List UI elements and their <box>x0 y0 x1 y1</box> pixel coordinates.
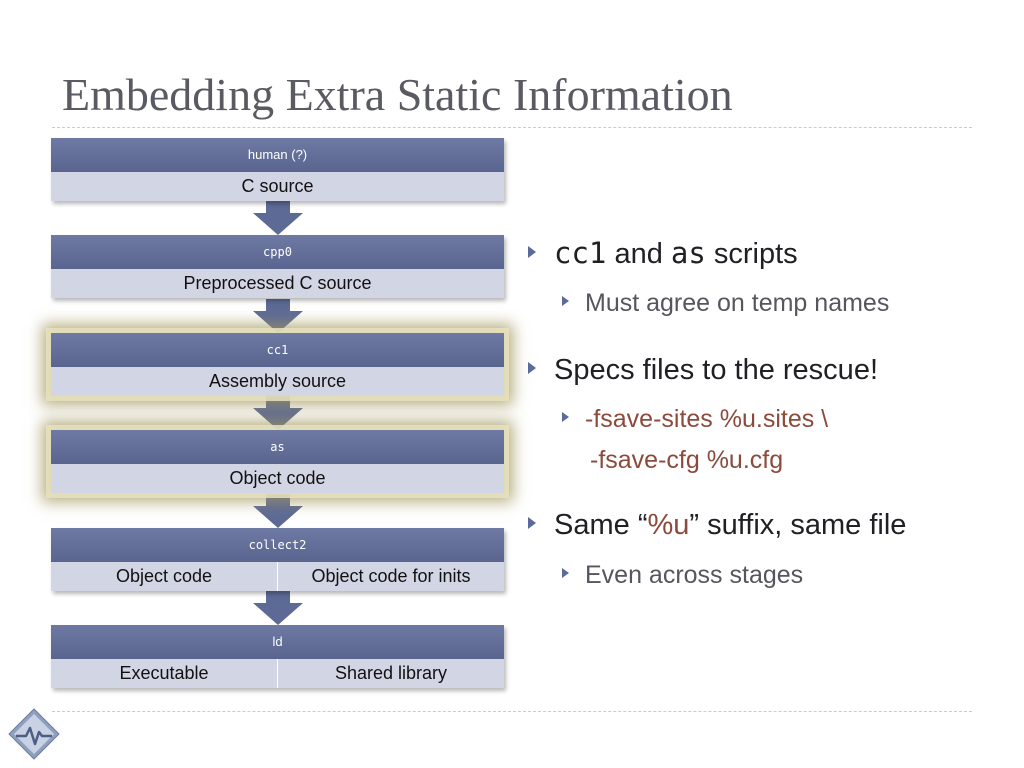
stage-collect2: collect2 Object code Object code for ini… <box>51 528 504 591</box>
stage-tool-label: collect2 <box>51 528 504 562</box>
down-arrow-icon <box>253 591 303 625</box>
slide-title: Embedding Extra Static Information <box>62 69 733 120</box>
down-arrow-icon <box>253 299 303 333</box>
code-text: as <box>670 236 706 270</box>
stage-tool-label: human (?) <box>51 138 504 172</box>
bullet-text: Specs files to the rescue! <box>554 354 878 386</box>
highlight-token: %u <box>647 509 690 541</box>
code-text: cc1 <box>554 236 607 270</box>
stage-output-label: C source <box>241 176 314 196</box>
bullet-text: scripts <box>705 238 798 270</box>
bullet-triangle-icon <box>562 568 569 579</box>
sub-bullet-text: -fsave-sites %u.sites \ <box>585 405 829 433</box>
stage-output-label: Object code <box>229 468 326 488</box>
stage-ld: ld Executable Shared library <box>51 625 504 688</box>
bullet-triangle-icon <box>528 246 536 259</box>
down-arrow-icon <box>253 201 303 235</box>
down-arrow-icon <box>253 396 303 430</box>
stage-output-label: Assembly source <box>208 371 347 391</box>
stage-output-label: Object code for inits <box>277 562 504 591</box>
bullet-item: cc1 and as scripts <box>528 236 798 271</box>
bullet-triangle-icon <box>528 362 536 375</box>
bullet-triangle-icon <box>562 296 569 307</box>
sub-bullet-text: Must agree on temp names <box>585 289 890 317</box>
stage-output-label: Object code <box>115 566 213 586</box>
stage-human: human (?) C source <box>51 138 504 201</box>
bullet-text: Same “ <box>554 509 648 541</box>
heartbeat-logo-icon <box>8 708 60 760</box>
stage-cpp0: cpp0 Preprocessed C source <box>51 235 504 298</box>
sub-bullet-item: Even across stages <box>562 561 803 590</box>
stage-tool-label: cc1 <box>51 333 504 367</box>
stage-tool-label: ld <box>51 625 504 659</box>
sub-bullet-text: Even across stages <box>585 561 804 589</box>
stage-tool-label: as <box>51 430 504 464</box>
stage-output-label: Preprocessed C source <box>183 273 372 293</box>
bullet-text: and <box>606 238 671 270</box>
title-divider <box>52 127 972 128</box>
sub-bullet-continuation: -fsave-cfg %u.cfg <box>590 446 784 474</box>
bullet-item: Same “%u” suffix, same file <box>528 509 906 542</box>
stage-tool-label: cpp0 <box>51 235 504 269</box>
down-arrow-icon <box>253 494 303 528</box>
bullet-triangle-icon <box>562 412 569 423</box>
stage-as: as Object code <box>51 430 504 493</box>
stage-cc1: cc1 Assembly source <box>51 333 504 396</box>
bullet-text: ” suffix, same file <box>689 509 907 541</box>
bullet-triangle-icon <box>528 517 536 530</box>
sub-bullet-item: Must agree on temp names <box>562 289 889 318</box>
stage-output-label: Shared library <box>277 659 504 688</box>
stage-output-label: Executable <box>119 663 209 683</box>
sub-bullet-item: -fsave-sites %u.sites \ <box>562 405 828 434</box>
bullet-item: Specs files to the rescue! <box>528 354 878 387</box>
footer-divider <box>52 711 972 712</box>
